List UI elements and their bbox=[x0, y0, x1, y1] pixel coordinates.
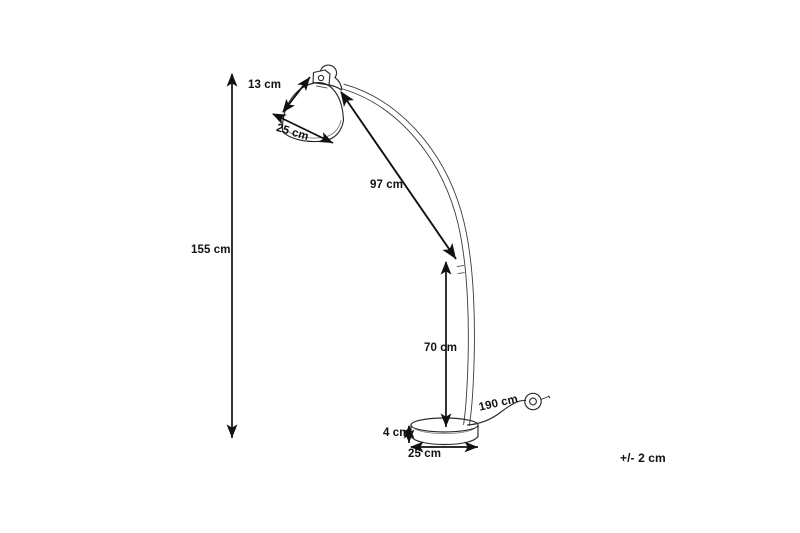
lamp-illustration bbox=[281, 64, 551, 446]
power-cord bbox=[466, 399, 527, 426]
curved-arc-pole bbox=[340, 83, 475, 426]
dim-label-total-height: 155 cm bbox=[191, 244, 231, 256]
dim-line-shade-height bbox=[282, 76, 311, 113]
dim-label-pole-height: 70 cm bbox=[424, 342, 458, 354]
dim-label-base-thickness: 4 cm bbox=[383, 427, 410, 439]
tolerance-note: +/- 2 cm bbox=[620, 451, 666, 465]
lamp-socket-joint bbox=[312, 64, 343, 91]
power-plug bbox=[524, 392, 551, 411]
dim-label-shade-height: 13 cm bbox=[248, 79, 282, 91]
round-base bbox=[410, 417, 479, 446]
dim-label-base-diameter: 25 cm bbox=[408, 448, 442, 460]
dimension-lines bbox=[226, 72, 478, 453]
dim-label-arc-reach: 97 cm bbox=[370, 179, 404, 191]
dim-line-shade-diameter bbox=[272, 113, 334, 144]
dim-line-arc-reach bbox=[340, 91, 457, 260]
